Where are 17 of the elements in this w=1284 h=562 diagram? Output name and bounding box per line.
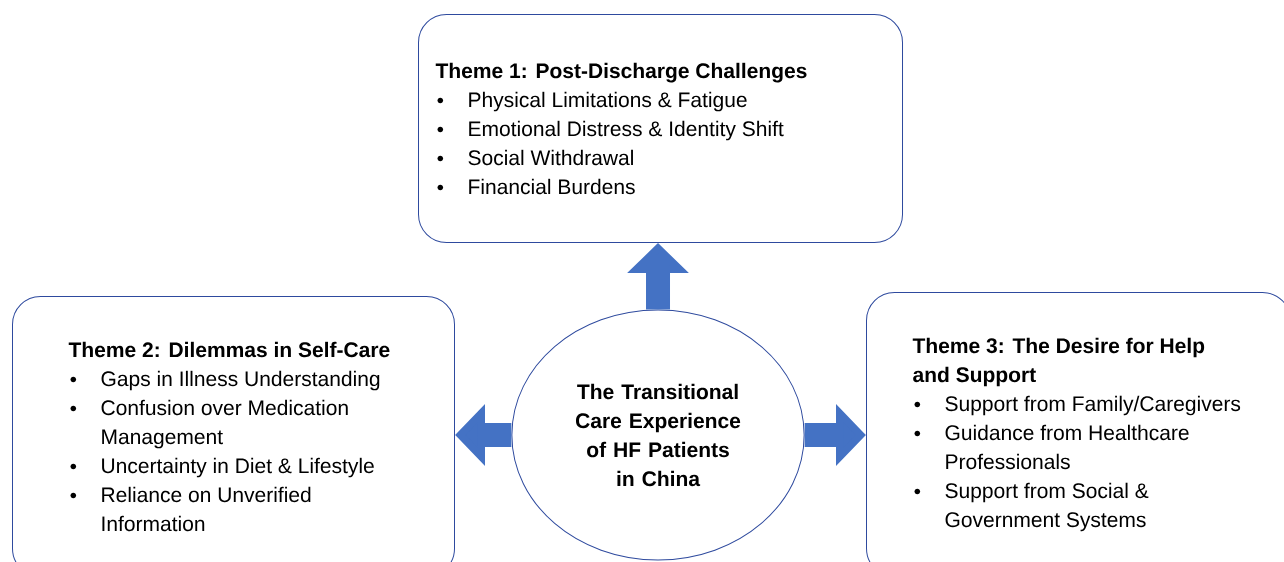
bullet-item: Gaps in Illness Understanding bbox=[70, 370, 380, 391]
theme-heading: Theme 3: The Desire for Help and Support bbox=[912, 337, 1205, 387]
bullet-item: Guidance from Healthcare Professionals bbox=[914, 424, 1189, 470]
theme-box bbox=[418, 14, 903, 243]
theme-heading: Theme 1: Post-Discharge Challenges bbox=[435, 62, 807, 83]
theme-box bbox=[12, 296, 455, 562]
bullet-item: Confusion over Medication Management bbox=[70, 399, 348, 449]
bullet-item: Reliance on Unverified Information bbox=[70, 486, 311, 532]
bullet-item: Financial Burdens bbox=[437, 178, 635, 195]
bullet-item: Uncertainty in Diet & Lifestyle bbox=[70, 457, 374, 478]
theme-box bbox=[866, 292, 1284, 562]
bullet-item: Support from Family/Caregivers bbox=[914, 395, 1241, 416]
bullet-item: Social Withdrawal bbox=[437, 149, 633, 166]
theme-heading: Theme 2: Dilemmas in Self-Care bbox=[68, 341, 390, 358]
bullet-item: Emotional Distress & Identity Shift bbox=[437, 120, 784, 141]
bullet-item: Support from Social & Government Systems bbox=[914, 482, 1149, 532]
bullet-item: Physical Limitations & Fatigue bbox=[437, 91, 747, 112]
